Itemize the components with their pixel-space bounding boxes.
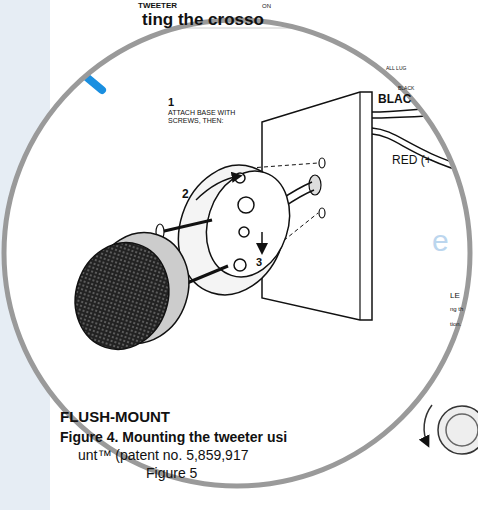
figure-caption: Figure 5 <box>146 466 197 481</box>
wire-label: ALL LUG <box>386 66 406 72</box>
figure-caption: unt™ (patent no. 5,859,917 <box>78 448 248 463</box>
rotate-icon <box>424 405 478 454</box>
wire-label: RED (+ <box>392 154 432 167</box>
heading-fragment: ting the crosso <box>142 11 264 30</box>
text-fragment: tion. <box>450 321 461 328</box>
tweeter-grille <box>62 220 203 362</box>
section-heading: FLUSH-MOUNT <box>60 409 170 426</box>
step-note: ATTACH BASE WITH SCREWS, THEN: <box>168 109 248 124</box>
header-text: ON <box>262 3 271 10</box>
step-number: 1 <box>168 96 174 108</box>
header-text: TWEETER <box>138 2 177 11</box>
figure-caption: Figure 4. Mounting the tweeter usi <box>60 430 287 445</box>
screw-holes <box>309 158 325 218</box>
text-fragment: LE <box>450 292 460 301</box>
magnifier-lens <box>4 20 470 486</box>
step-number: 3 <box>256 256 262 268</box>
step-number: 2 <box>182 188 189 201</box>
text-fragment: ng th <box>450 306 463 313</box>
wire-label: BLACK <box>398 86 414 92</box>
magnifier-rim <box>4 20 470 486</box>
wire-label: BLAC <box>378 93 411 106</box>
background-letter: e <box>432 224 449 257</box>
